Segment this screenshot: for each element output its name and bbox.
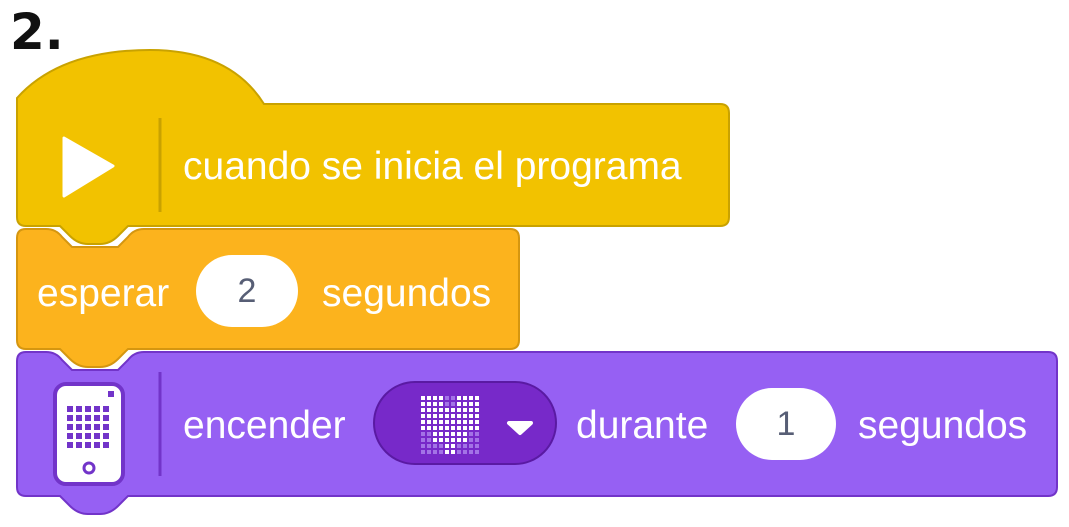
wait-label-segundos: segundos	[322, 272, 492, 315]
chevron-down-icon	[507, 421, 533, 435]
light-seconds-input[interactable]: 1	[736, 388, 836, 460]
wait-label-esperar: esperar	[37, 272, 170, 315]
light-label-encender: encender	[183, 404, 346, 447]
light-label-durante: durante	[576, 404, 709, 447]
step-label: 2.	[10, 3, 64, 61]
program-start-block[interactable]	[16, 48, 730, 245]
light-matrix-hub-icon	[53, 382, 125, 486]
light-label-segundos: segundos	[858, 404, 1028, 447]
wait-seconds-input[interactable]: 2	[196, 255, 298, 327]
start-block-label: cuando se inicia el programa	[183, 145, 682, 188]
play-triangle-icon	[62, 136, 115, 198]
image-dropdown[interactable]	[373, 381, 557, 465]
heart-matrix-icon	[421, 396, 479, 454]
